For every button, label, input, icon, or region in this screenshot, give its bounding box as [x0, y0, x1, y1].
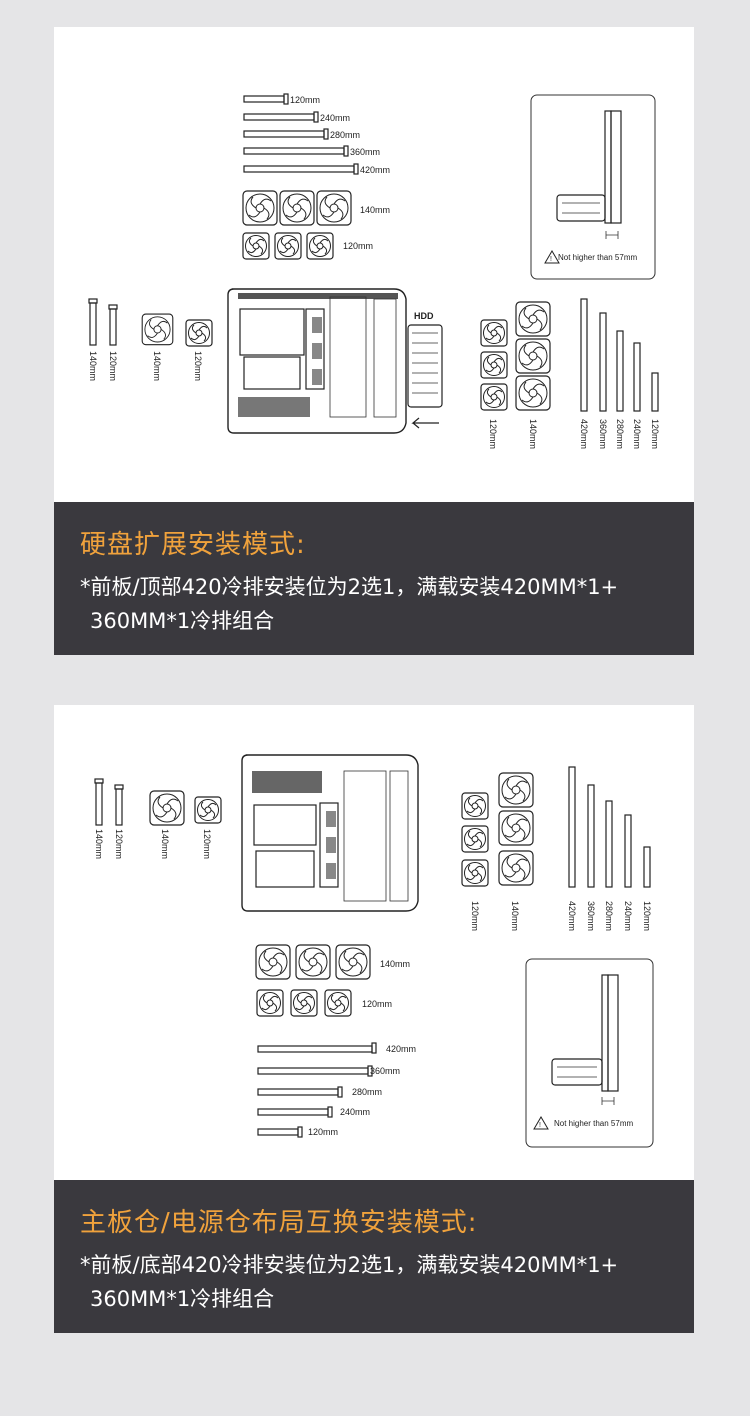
- svg-text:120mm: 120mm: [488, 419, 498, 449]
- svg-text:120mm: 120mm: [193, 351, 203, 381]
- svg-text:!: !: [539, 1122, 541, 1129]
- svg-text:120mm: 120mm: [202, 829, 212, 859]
- svg-text:Not higher than 57mm: Not higher than 57mm: [558, 253, 637, 262]
- svg-text:240mm: 240mm: [623, 901, 633, 931]
- svg-text:140mm: 140mm: [528, 419, 538, 449]
- svg-text:420mm: 420mm: [567, 901, 577, 931]
- svg-text:240mm: 240mm: [320, 113, 350, 123]
- svg-text:360mm: 360mm: [370, 1066, 400, 1076]
- svg-text:420mm: 420mm: [579, 419, 589, 449]
- mb-psu-swap-diagram: 140mm 120mm 140mm 120mm 120mm: [94, 754, 654, 1148]
- layout-card-mb-psu-swap: 140mm 120mm 140mm 120mm 120mm: [54, 705, 694, 1333]
- radiator-280: 280mm: [257, 1086, 382, 1098]
- warning-icon: [533, 1116, 549, 1130]
- caption-desc-line2: 360MM*1冷排组合: [90, 1287, 275, 1311]
- svg-text:360mm: 360mm: [586, 901, 596, 931]
- caption-desc-line2: 360MM*1冷排组合: [90, 609, 275, 633]
- radiator-360: 360mm: [243, 145, 380, 157]
- left-vertical-components: 140mm 120mm 140mm 120mm: [94, 778, 222, 859]
- svg-text:140mm: 140mm: [360, 205, 390, 215]
- svg-text:280mm: 280mm: [615, 419, 625, 449]
- horizontal-radiator-group: 120mm 240mm 280mm 360mm 420mm: [243, 93, 390, 175]
- svg-text:120mm: 120mm: [362, 999, 392, 1009]
- radiator-280: 280mm: [243, 128, 360, 140]
- case-illustration: [227, 288, 407, 434]
- horizontal-radiator-group: 420mm 360mm 280mm 240mm 120mm: [257, 1042, 416, 1138]
- svg-text:420mm: 420mm: [386, 1044, 416, 1054]
- caption-title: 主板仓/电源仓布局互换安装模式:: [80, 1208, 478, 1238]
- svg-text:120mm: 120mm: [108, 351, 118, 381]
- svg-text:360mm: 360mm: [350, 147, 380, 157]
- caption-panel-1: 硬盘扩展安装模式: *前板/顶部420冷排安装位为2选1，满载安装420MM*1…: [54, 502, 694, 655]
- caption-desc-line1: *前板/底部420冷排安装位为2选1，满载安装420MM*1+: [80, 1253, 619, 1277]
- svg-text:HDD: HDD: [414, 311, 434, 321]
- radiator-420: 420mm: [243, 163, 390, 175]
- hdd-expansion-diagram: 120mm 240mm 280mm 360mm 420mm: [88, 93, 660, 449]
- svg-text:140mm: 140mm: [160, 829, 170, 859]
- svg-text:420mm: 420mm: [360, 165, 390, 175]
- svg-text:140mm: 140mm: [94, 829, 104, 859]
- radiator-120: 120mm: [243, 93, 320, 105]
- svg-text:140mm: 140mm: [380, 959, 410, 969]
- hdd-stack: HDD: [407, 311, 443, 429]
- right-vertical-radiators: 420mm 360mm 280mm 240mm 120mm: [579, 298, 660, 449]
- svg-text:!: !: [550, 256, 552, 263]
- svg-text:140mm: 140mm: [510, 901, 520, 931]
- svg-text:120mm: 120mm: [114, 829, 124, 859]
- svg-text:120mm: 120mm: [650, 419, 660, 449]
- fan-row-120: 120mm: [256, 989, 392, 1017]
- caption-desc-line1: *前板/顶部420冷排安装位为2选1，满载安装420MM*1+: [80, 575, 619, 599]
- radiator-240: 240mm: [243, 111, 350, 123]
- svg-text:120mm: 120mm: [308, 1127, 338, 1137]
- caption-panel-2: 主板仓/电源仓布局互换安装模式: *前板/底部420冷排安装位为2选1，满载安装…: [54, 1180, 694, 1333]
- radiator-120: 120mm: [257, 1126, 338, 1138]
- warning-icon: [544, 250, 560, 264]
- svg-text:280mm: 280mm: [352, 1087, 382, 1097]
- fan-row-120: 120mm: [242, 232, 373, 260]
- svg-text:Not higher than 57mm: Not higher than 57mm: [554, 1119, 633, 1128]
- case-illustration: [241, 754, 419, 912]
- fan-row-140: 140mm: [242, 190, 390, 226]
- radiator-420: 420mm: [257, 1042, 416, 1054]
- svg-text:120mm: 120mm: [642, 901, 652, 931]
- svg-text:280mm: 280mm: [604, 901, 614, 931]
- right-fan-columns: 120mm 140mm: [480, 301, 551, 449]
- svg-text:120mm: 120mm: [290, 95, 320, 105]
- svg-text:140mm: 140mm: [152, 351, 162, 381]
- radiator-240: 240mm: [257, 1106, 370, 1118]
- left-vertical-components: 140mm 120mm 140mm 120mm: [88, 298, 213, 381]
- svg-text:360mm: 360mm: [598, 419, 608, 449]
- caption-title: 硬盘扩展安装模式:: [80, 530, 306, 560]
- svg-text:240mm: 240mm: [340, 1107, 370, 1117]
- svg-text:240mm: 240mm: [632, 419, 642, 449]
- right-vertical-radiators: 420mm 360mm 280mm 240mm 120mm: [567, 766, 652, 931]
- clearance-note-box: ! Not higher than 57mm: [530, 94, 656, 280]
- layout-card-hdd-expansion: 120mm 240mm 280mm 360mm 420mm: [54, 27, 694, 655]
- svg-text:280mm: 280mm: [330, 130, 360, 140]
- arrow-left-icon: [411, 417, 439, 429]
- svg-text:120mm: 120mm: [343, 241, 373, 251]
- fan-row-140: 140mm: [255, 944, 410, 980]
- right-fan-columns: 120mm 140mm: [461, 772, 534, 931]
- radiator-360: 360mm: [257, 1065, 400, 1077]
- svg-text:140mm: 140mm: [88, 351, 98, 381]
- svg-text:120mm: 120mm: [470, 901, 480, 931]
- clearance-note-box: ! Not higher than 57mm: [525, 958, 654, 1148]
